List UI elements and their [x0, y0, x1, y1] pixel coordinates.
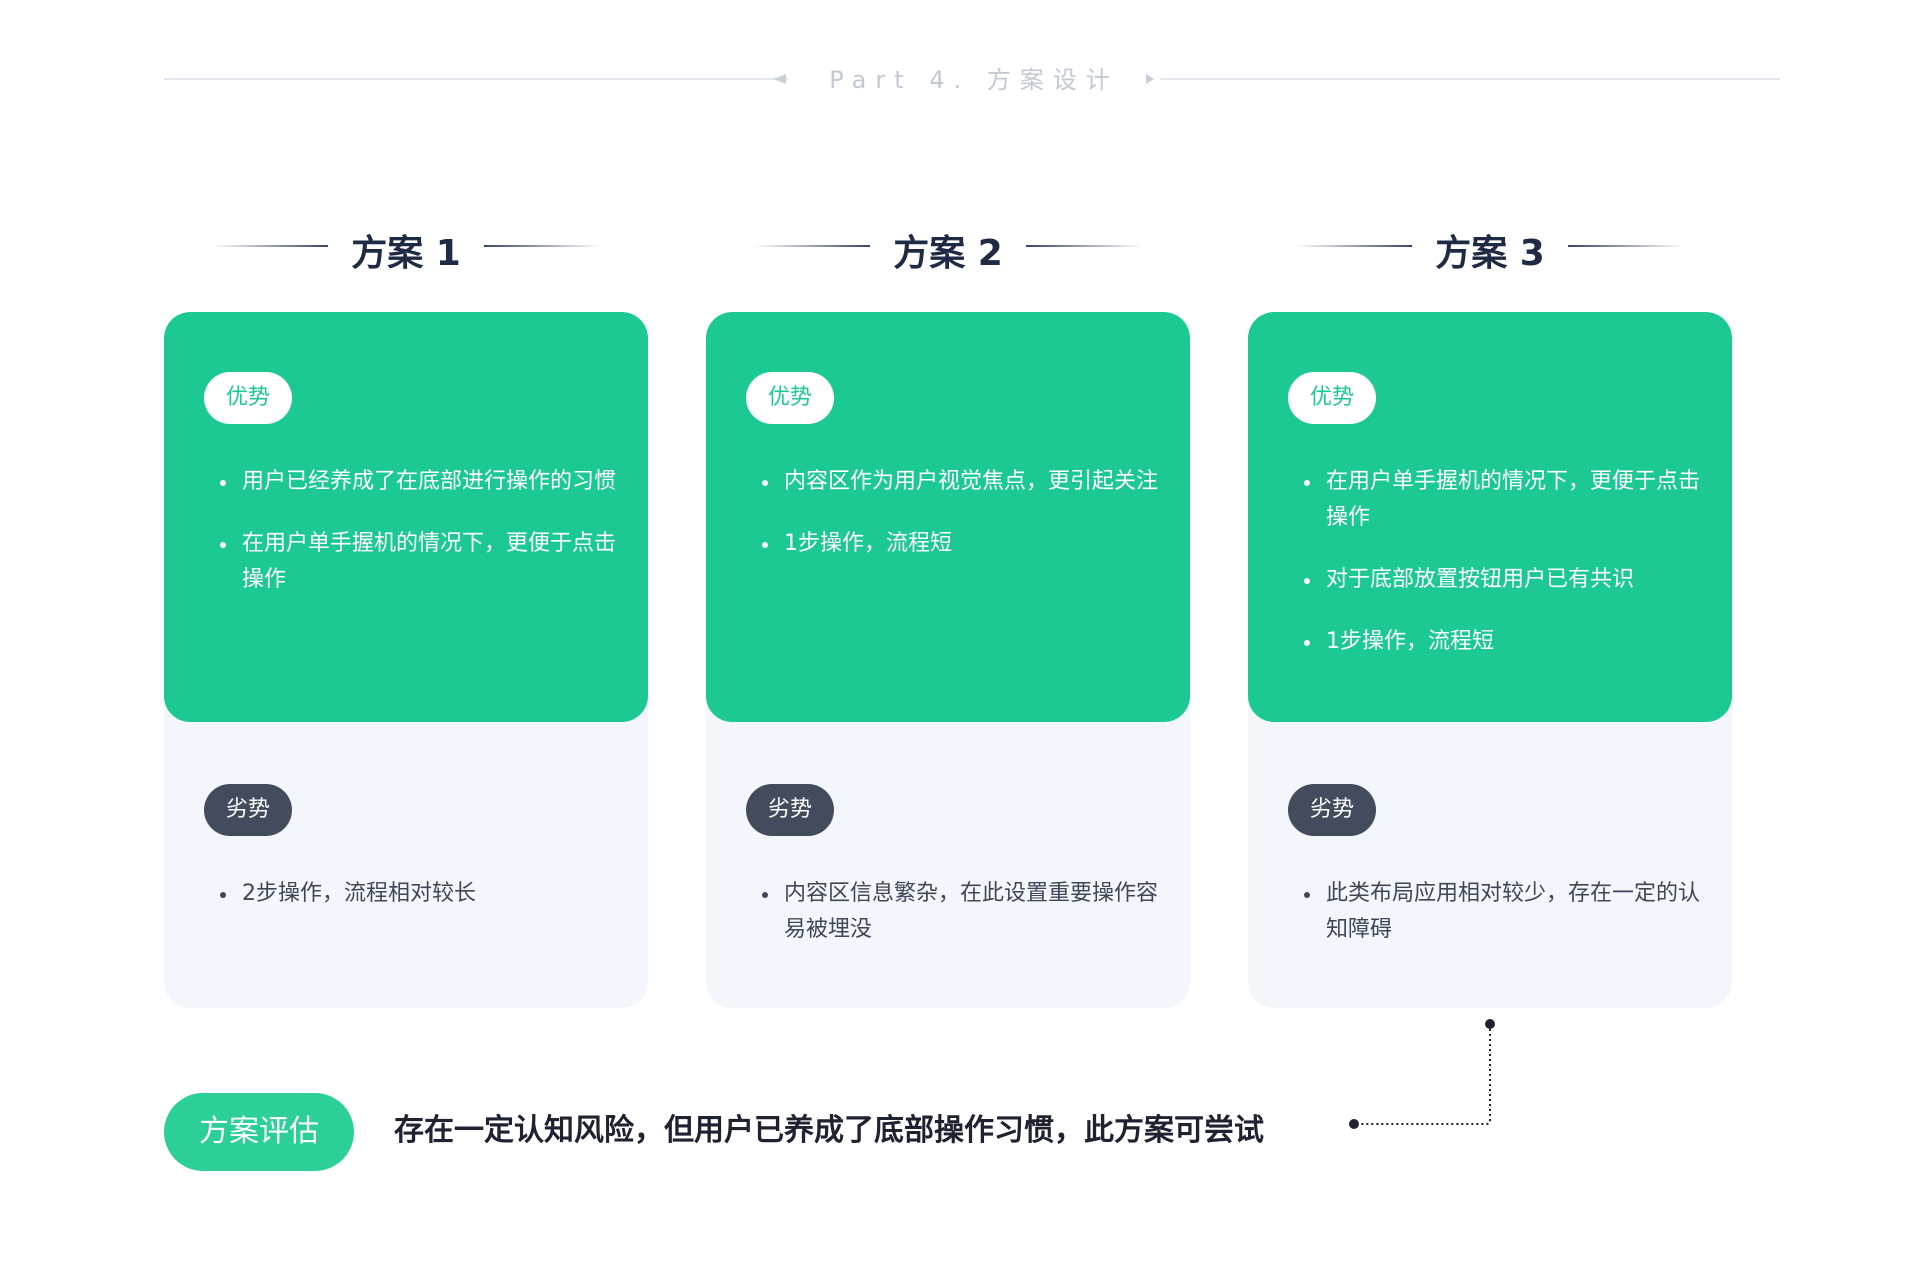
- advantage-item: 用户已经养成了在底部进行操作的习惯: [220, 464, 620, 500]
- heading-line-right: [1568, 245, 1684, 247]
- part-title: Part 4. 方案设计: [829, 66, 1119, 94]
- disadvantages-list: 内容区信息繁杂，在此设置重要操作容易被埋没: [762, 876, 1162, 974]
- advantages-list: 在用户单手握机的情况下，更便于点击操作 对于底部放置按钮用户已有共识 1步操作，…: [1304, 464, 1704, 686]
- advantages-badge: 优势: [1288, 372, 1376, 424]
- plan-title: 方案 1: [351, 233, 461, 274]
- connector-path: [1356, 1024, 1491, 1125]
- evaluation-text: 存在一定认知风险，但用户已养成了底部操作习惯，此方案可尝试: [394, 1113, 1264, 1148]
- plan-card: 优势 用户已经养成了在底部进行操作的习惯 在用户单手握机的情况下，更便于点击操作…: [164, 312, 648, 1008]
- disadvantage-item: 内容区信息繁杂，在此设置重要操作容易被埋没: [762, 876, 1162, 948]
- disadvantage-item: 此类布局应用相对较少，存在一定的认知障碍: [1304, 876, 1704, 948]
- advantage-item: 1步操作，流程短: [1304, 624, 1704, 660]
- advantage-item: 1步操作，流程短: [762, 526, 1162, 562]
- plan-column-3: 方案 3 优势 在用户单手握机的情况下，更便于点击操作 对于底部放置按钮用户已有…: [1248, 220, 1732, 1010]
- plan-card: 优势 内容区作为用户视觉焦点，更引起关注 1步操作，流程短 劣势 内容区信息繁杂…: [706, 312, 1190, 1008]
- arrow-right-icon: [1146, 74, 1154, 84]
- heading-line-left: [1296, 245, 1412, 247]
- plan-title: 方案 3: [1435, 233, 1545, 274]
- connector-dot-top: [1485, 1019, 1495, 1029]
- disadvantages-list: 此类布局应用相对较少，存在一定的认知障碍: [1304, 876, 1704, 974]
- advantages-list: 用户已经养成了在底部进行操作的习惯 在用户单手握机的情况下，更便于点击操作: [220, 464, 620, 624]
- advantage-item: 在用户单手握机的情况下，更便于点击操作: [1304, 464, 1704, 536]
- plan-card: 优势 在用户单手握机的情况下，更便于点击操作 对于底部放置按钮用户已有共识 1步…: [1248, 312, 1732, 1008]
- heading-line-left: [754, 245, 870, 247]
- evaluation-badge: 方案评估: [164, 1093, 354, 1171]
- disadvantages-badge: 劣势: [1288, 784, 1376, 836]
- disadvantages-badge: 劣势: [746, 784, 834, 836]
- header-divider-right: [1160, 78, 1780, 80]
- heading-line-left: [212, 245, 328, 247]
- plan-column-2: 方案 2 优势 内容区作为用户视觉焦点，更引起关注 1步操作，流程短 劣势 内容…: [706, 220, 1190, 1010]
- disadvantages-list: 2步操作，流程相对较长: [220, 876, 620, 938]
- arrow-left-icon: [774, 74, 786, 84]
- plan-heading: 方案 2: [706, 220, 1190, 274]
- header-divider-left: [164, 78, 788, 80]
- plan-heading: 方案 1: [164, 220, 648, 274]
- advantages-list: 内容区作为用户视觉焦点，更引起关注 1步操作，流程短: [762, 464, 1162, 588]
- disadvantage-item: 2步操作，流程相对较长: [220, 876, 620, 912]
- plan-heading: 方案 3: [1248, 220, 1732, 274]
- advantage-item: 内容区作为用户视觉焦点，更引起关注: [762, 464, 1162, 500]
- advantages-badge: 优势: [204, 372, 292, 424]
- advantage-item: 在用户单手握机的情况下，更便于点击操作: [220, 526, 620, 598]
- advantages-badge: 优势: [746, 372, 834, 424]
- disadvantages-badge: 劣势: [204, 784, 292, 836]
- advantage-item: 对于底部放置按钮用户已有共识: [1304, 562, 1704, 598]
- connector-dot-end: [1349, 1119, 1359, 1129]
- plan-column-1: 方案 1 优势 用户已经养成了在底部进行操作的习惯 在用户单手握机的情况下，更便…: [164, 220, 648, 1010]
- heading-line-right: [1026, 245, 1142, 247]
- heading-line-right: [484, 245, 600, 247]
- plan-title: 方案 2: [893, 233, 1003, 274]
